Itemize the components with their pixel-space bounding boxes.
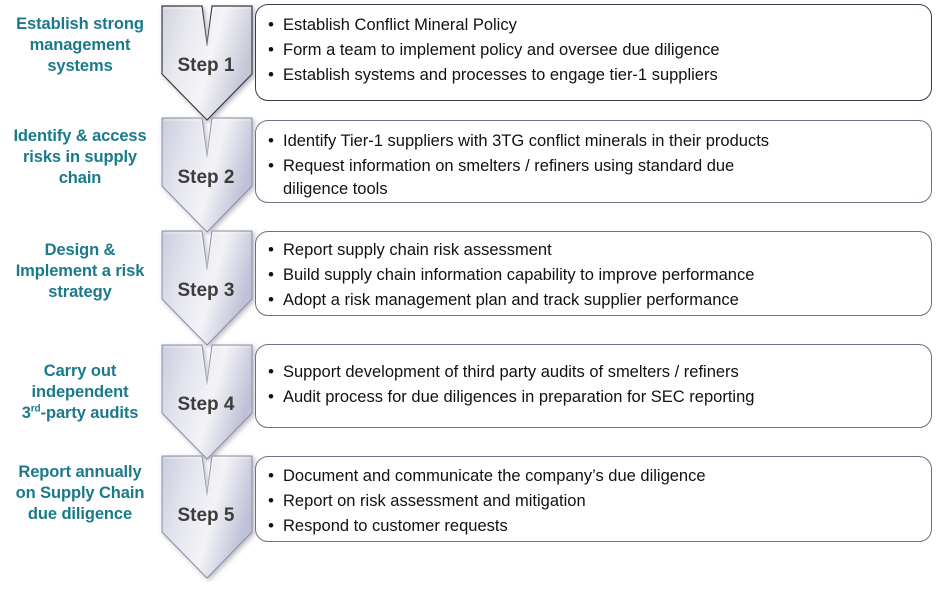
chevron-shape-icon	[161, 344, 253, 460]
step-label-line: independent	[31, 383, 129, 401]
step-label-line: strategy	[48, 283, 112, 301]
bullet-item: Report supply chain risk assessment	[266, 238, 917, 262]
step-label-line: systems	[47, 57, 113, 75]
process-step-row: Design & Implement a risk strategy	[0, 228, 952, 346]
step-label-line: management	[29, 36, 131, 54]
step-label-line: on Supply Chain	[15, 484, 145, 502]
process-step-row: Carry out independent 3rd-party audits	[0, 342, 952, 460]
ordinal-number: 3	[21, 404, 31, 422]
process-step-row: Identify & access risks in supply chain	[0, 115, 952, 233]
step-label-line: risks in supply	[22, 148, 138, 166]
ordinal-suffix: rd	[30, 403, 41, 415]
step-label: Design & Implement a risk strategy	[0, 240, 160, 303]
chevron-shape-icon	[161, 5, 253, 121]
bullet-item: Identify Tier-1 suppliers with 3TG confl…	[266, 129, 917, 153]
chevron-step-1: Step 1	[158, 2, 258, 124]
bullet-list: Establish Conflict Mineral Policy Form a…	[266, 13, 917, 87]
step-label-line: Design &	[44, 241, 116, 259]
step-number-label: Step 5	[177, 505, 235, 526]
step-label-line: Report annually	[18, 463, 142, 481]
bullet-list: Document and communicate the company’s d…	[266, 464, 917, 538]
step-label: Identify & access risks in supply chain	[0, 126, 160, 189]
step-label-line: Identify & access	[13, 127, 147, 145]
chevron-step-2: Step 2	[158, 114, 258, 236]
step-content-box: Support development of third party audit…	[255, 344, 932, 428]
bullet-item: Build supply chain information capabilit…	[266, 263, 917, 287]
bullet-item: Request information on smelters / refine…	[266, 154, 917, 201]
step-number-label: Step 3	[177, 280, 235, 301]
chevron-step-4: Step 4	[158, 341, 258, 463]
bullet-item: Establish systems and processes to engag…	[266, 63, 917, 87]
bullet-item: Establish Conflict Mineral Policy	[266, 13, 917, 37]
ordinal-rest: -party audits	[40, 404, 139, 422]
step-content-box: Establish Conflict Mineral Policy Form a…	[255, 4, 932, 101]
chevron-shape-icon	[161, 117, 253, 233]
bullet-item: Document and communicate the company’s d…	[266, 464, 917, 488]
step-number-label: Step 2	[177, 167, 235, 188]
step-label: Report annually on Supply Chain due dili…	[0, 462, 160, 525]
chevron-shape-icon	[161, 230, 253, 346]
step-label: Establish strong management systems	[0, 14, 160, 77]
bullet-list: Support development of third party audit…	[266, 360, 917, 409]
step-content-box: Identify Tier-1 suppliers with 3TG confl…	[255, 120, 932, 203]
step-number-label: Step 1	[177, 55, 235, 76]
bullet-item: Respond to customer requests	[266, 514, 917, 538]
step-label-line: due diligence	[27, 505, 133, 523]
step-label-line: Carry out	[43, 362, 117, 380]
step-content-box: Report supply chain risk assessment Buil…	[255, 231, 932, 316]
bullet-item: Form a team to implement policy and over…	[266, 38, 917, 62]
bullet-item: Audit process for due diligences in prep…	[266, 385, 917, 409]
step-label-line: Establish strong	[16, 15, 144, 33]
chevron-shape-icon	[161, 455, 253, 579]
bullet-list: Report supply chain risk assessment Buil…	[266, 238, 917, 312]
bullet-list: Identify Tier-1 suppliers with 3TG confl…	[266, 129, 917, 201]
bullet-item: Report on risk assessment and mitigation	[266, 489, 917, 513]
chevron-step-5: Step 5	[158, 452, 258, 582]
step-number-label: Step 4	[177, 394, 235, 415]
process-step-row: Establish strong management systems	[0, 0, 952, 121]
step-content-box: Document and communicate the company’s d…	[255, 456, 932, 542]
bullet-item: Adopt a risk management plan and track s…	[266, 288, 917, 312]
step-label-line: Implement a risk	[15, 262, 145, 280]
bullet-item: Support development of third party audit…	[266, 360, 917, 384]
step-label-line: chain	[58, 169, 102, 187]
process-step-row: Report annually on Supply Chain due dili…	[0, 455, 952, 589]
chevron-step-3: Step 3	[158, 227, 258, 349]
step-label: Carry out independent 3rd-party audits	[0, 361, 160, 424]
step-label-line-ordinal: 3rd-party audits	[0, 403, 160, 424]
